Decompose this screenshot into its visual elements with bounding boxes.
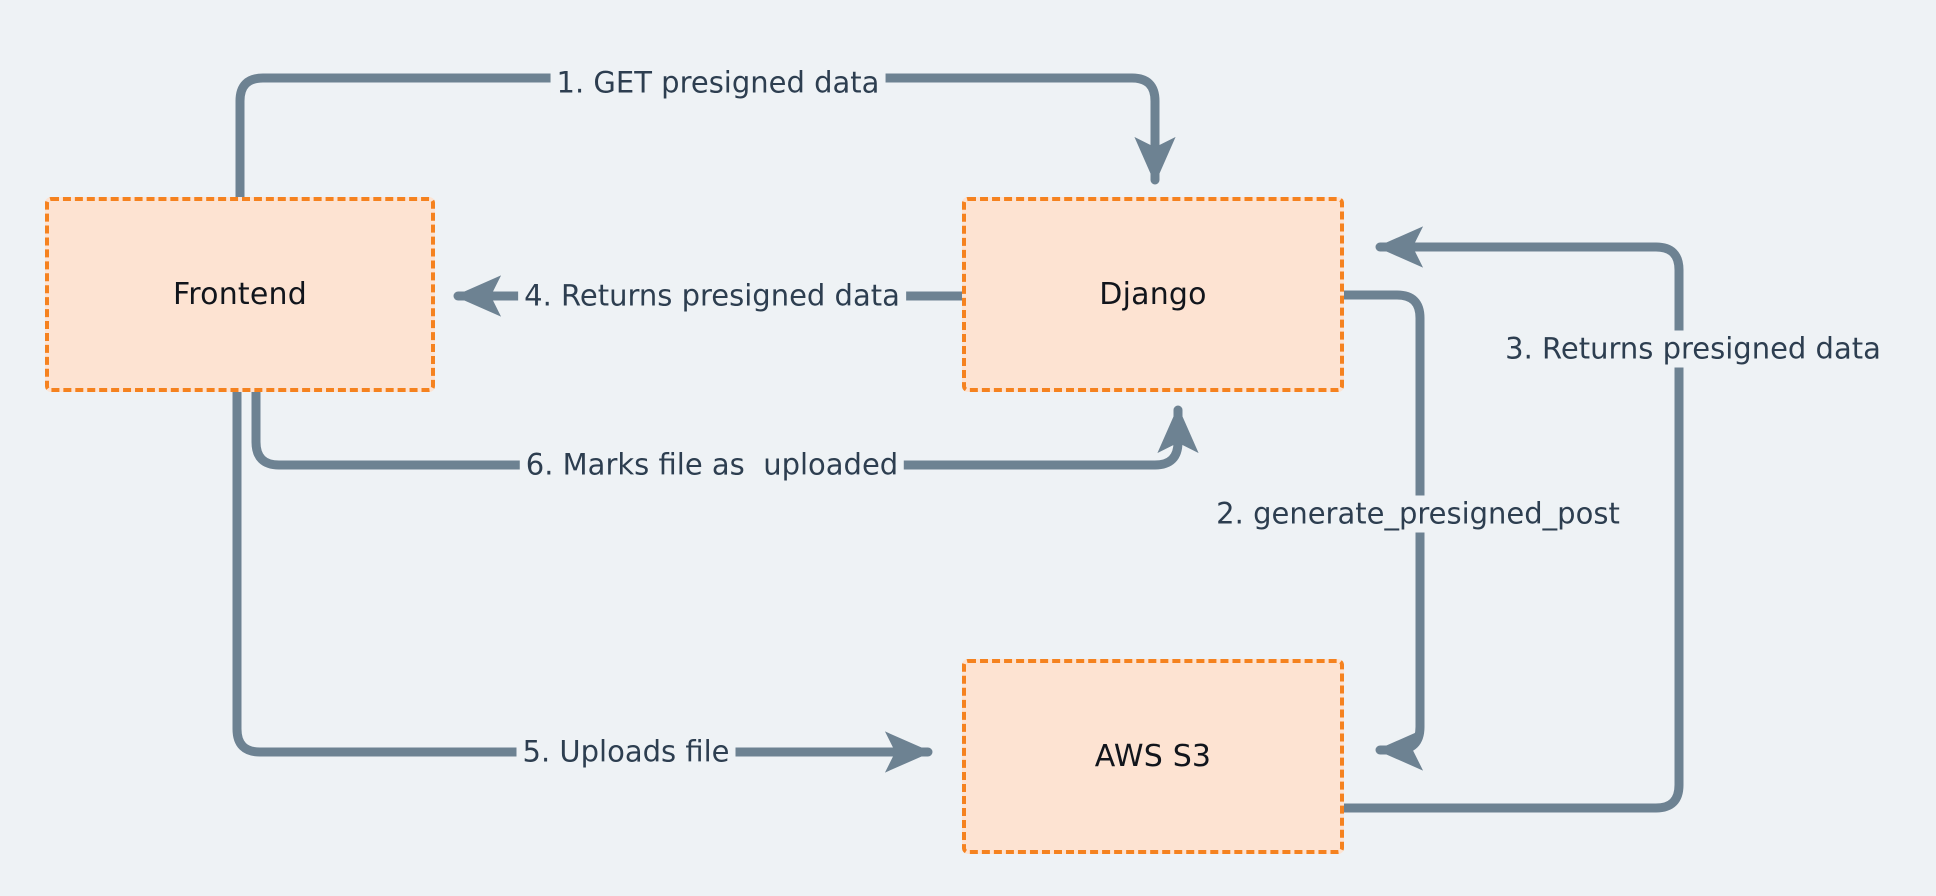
edge-label-1: 1. GET presigned data <box>550 64 886 102</box>
node-aws-s3-label: AWS S3 <box>1094 739 1212 774</box>
edge-path-5 <box>232 387 933 773</box>
edge-label-4: 4. Returns presigned data <box>518 277 906 315</box>
edge-label-6: 6. Marks file as uploaded <box>519 446 905 484</box>
node-django[interactable]: Django <box>962 197 1344 392</box>
node-frontend-label: Frontend <box>173 277 307 312</box>
edge-label-2: 2. generate_presigned_post <box>1210 495 1626 533</box>
node-frontend[interactable]: Frontend <box>45 197 435 392</box>
edge-path-3 <box>1339 226 1684 813</box>
edge-label-3: 3. Returns presigned data <box>1499 330 1887 368</box>
node-django-label: Django <box>1099 277 1207 312</box>
edge-label-5: 5. Uploads file <box>516 733 736 771</box>
node-aws-s3[interactable]: AWS S3 <box>962 659 1344 854</box>
